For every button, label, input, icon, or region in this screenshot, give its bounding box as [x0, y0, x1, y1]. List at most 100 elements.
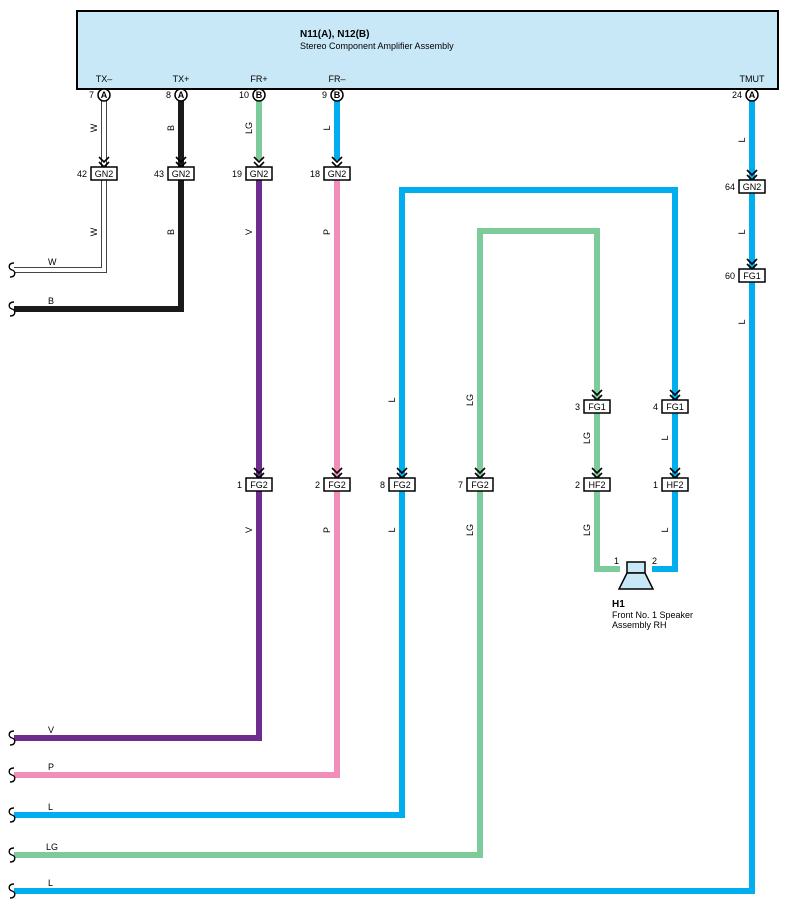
wire-label: L: [48, 802, 53, 812]
svg-text:42: 42: [77, 169, 87, 179]
connector: HF2 2: [575, 467, 611, 492]
wire-label: LG: [46, 842, 58, 852]
wire-label: P: [322, 229, 332, 235]
wire-label: L: [387, 397, 397, 402]
speaker-id: H1: [612, 599, 625, 610]
svg-text:7: 7: [458, 480, 463, 490]
connector: FG1 4: [653, 389, 689, 414]
pin-terminal: B 9: [322, 88, 344, 102]
svg-text:FG1: FG1: [588, 402, 606, 412]
pin-terminal: B 10: [239, 88, 266, 102]
svg-text:2: 2: [315, 480, 320, 490]
svg-text:3: 3: [575, 402, 580, 412]
connector: FG1 60: [725, 258, 766, 283]
wire-label: W: [89, 227, 99, 236]
amplifier-box: [76, 10, 779, 90]
svg-text:A: A: [749, 90, 756, 100]
svg-text:FG2: FG2: [328, 480, 346, 490]
svg-text:A: A: [101, 90, 108, 100]
pin-label-fr-plus: FR+: [250, 74, 267, 84]
speaker-icon: [626, 561, 646, 574]
connector: FG2 7: [458, 467, 494, 492]
svg-text:64: 64: [725, 182, 735, 192]
pin-terminal: A 7: [89, 88, 111, 102]
amplifier-id: N11(A), N12(B): [300, 29, 369, 40]
wire-lg-loop: [14, 228, 620, 858]
connector: GN2 43: [154, 156, 195, 181]
speaker-name-line2: Assembly RH: [612, 620, 667, 630]
pin-label-tmut: TMUT: [740, 74, 765, 84]
wire-label: L: [660, 435, 670, 440]
connectors: GN2 42 GN2 43 GN2 19 GN2 18 GN2: [77, 156, 766, 492]
svg-text:8: 8: [166, 90, 171, 100]
wire-color-labels: W B LG L L W B V P L L L LG LG L V P L L…: [89, 122, 747, 536]
amplifier-assembly: N11(A), N12(B) Stereo Component Amplifie…: [76, 10, 779, 102]
wire-blue-loop: [14, 187, 678, 818]
svg-text:24: 24: [732, 90, 742, 100]
pin-label-tx-minus: TX–: [96, 74, 113, 84]
connector: HF2 1: [653, 467, 689, 492]
svg-text:HF2: HF2: [666, 480, 683, 490]
wire-label: B: [166, 229, 176, 235]
svg-text:4: 4: [653, 402, 658, 412]
speaker-cone-icon: [617, 572, 655, 590]
connector: GN2 19: [232, 156, 273, 181]
connector: FG2 8: [380, 467, 416, 492]
wire-label: LG: [582, 432, 592, 444]
wire-label: W: [48, 257, 57, 267]
svg-text:FG2: FG2: [250, 480, 268, 490]
wire-break-marks: [8, 262, 16, 899]
wire-tx-minus-white: [14, 100, 107, 273]
pin-label-fr-minus: FR–: [328, 74, 345, 84]
svg-text:7: 7: [89, 90, 94, 100]
left-wire-labels: W B V P L LG L: [46, 257, 58, 888]
wire-label: B: [166, 125, 176, 131]
svg-text:GN2: GN2: [250, 169, 269, 179]
wire-label: LG: [465, 524, 475, 536]
speaker-name-line1: Front No. 1 Speaker: [612, 610, 693, 620]
svg-text:8: 8: [380, 480, 385, 490]
svg-text:43: 43: [154, 169, 164, 179]
svg-text:10: 10: [239, 90, 249, 100]
wire-label: LG: [582, 524, 592, 536]
amplifier-name: Stereo Component Amplifier Assembly: [300, 41, 454, 51]
svg-text:HF2: HF2: [588, 480, 605, 490]
svg-text:B: B: [334, 90, 341, 100]
svg-text:2: 2: [575, 480, 580, 490]
svg-text:18: 18: [310, 169, 320, 179]
pin-label-tx-plus: TX+: [173, 74, 190, 84]
wire-label: L: [737, 229, 747, 234]
connector: FG1 3: [575, 389, 611, 414]
svg-text:FG1: FG1: [666, 402, 684, 412]
pin-terminal: A 24: [732, 88, 759, 102]
wire-fr-plus-violet: [14, 180, 262, 741]
wire-label: L: [387, 527, 397, 532]
connector: GN2 42: [77, 156, 118, 181]
connector: FG2 2: [315, 467, 351, 492]
svg-text:GN2: GN2: [172, 169, 191, 179]
wire-label: L: [660, 527, 670, 532]
wire-label: L: [48, 878, 53, 888]
speaker-pin-2: 2: [652, 556, 657, 566]
pin-terminal: A 8: [166, 88, 188, 102]
svg-text:A: A: [178, 90, 185, 100]
wire-label: LG: [244, 122, 254, 134]
connector: FG2 1: [237, 467, 273, 492]
speaker-pin-1: 1: [614, 556, 619, 566]
svg-text:9: 9: [322, 90, 327, 100]
wire-label: V: [244, 229, 254, 235]
wire-label: W: [89, 123, 99, 132]
svg-text:1: 1: [653, 480, 658, 490]
wire-label: L: [737, 137, 747, 142]
svg-text:FG1: FG1: [743, 271, 761, 281]
wire-label: P: [322, 527, 332, 533]
wire-label: V: [244, 527, 254, 533]
connector: GN2 64: [725, 169, 766, 194]
svg-text:1: 1: [237, 480, 242, 490]
wires: [14, 100, 755, 894]
wire-label: V: [48, 725, 54, 735]
wire-label: P: [48, 762, 54, 772]
wire-tmut-blue: [14, 100, 755, 894]
speaker-h1: 1 2 H1 Front No. 1 Speaker Assembly RH: [612, 556, 693, 630]
